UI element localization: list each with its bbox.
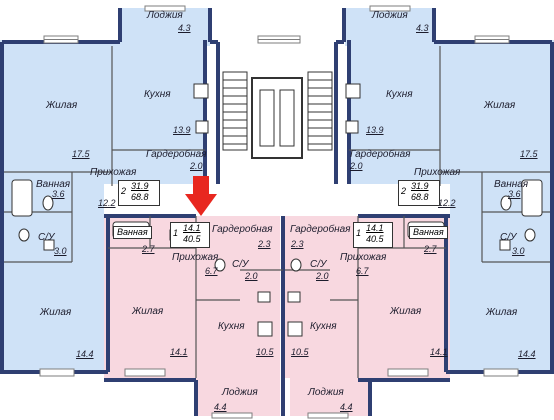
apt-left-pink-loggia-area: 4.4 (214, 402, 227, 412)
apt-right-blue-living2-label: Жилая (486, 307, 518, 318)
total-area: 68.8 (411, 192, 429, 202)
apt-left-blue-kitchen-area: 13.9 (173, 125, 191, 135)
apt-right-blue-bath-area: 3.6 (508, 189, 521, 199)
living-area: 31.9 (131, 181, 149, 191)
apt-left-blue-loggia-area: 4.3 (178, 23, 191, 33)
room-count: 2 (121, 186, 127, 196)
apt-left-pink-wardrobe-area: 2.3 (258, 239, 271, 249)
apt-left-pink-hall-area: 6.7 (205, 266, 218, 276)
apt-right-pink-kitchen-area: 10.5 (291, 347, 309, 357)
apt-right-pink-bath-area: 2.7 (424, 244, 437, 254)
windows (39, 5, 519, 419)
total-area: 40.5 (183, 234, 201, 244)
apt-left-pink-bath-label: Ванная (113, 226, 152, 239)
apt-right-blue-kitchen-area: 13.9 (366, 125, 384, 135)
stove-icon (193, 83, 361, 337)
living-area: 14.1 (183, 223, 201, 233)
apt-left-pink-hall-label: Прихожая (172, 252, 219, 263)
apt-right-pink-living-label: Жилая (390, 306, 422, 317)
apt-left-blue-summary: 2 31.9 68.8 (118, 180, 160, 206)
apt-right-pink-loggia-label: Лоджия (308, 387, 344, 398)
apt-left-blue-loggia-label: Лоджия (147, 10, 183, 21)
apt-left-pink-loggia-label: Лоджия (222, 387, 258, 398)
apt-right-blue-living1-label: Жилая (484, 100, 516, 111)
apt-left-blue-living2-area: 14.4 (76, 349, 94, 359)
apt-left-pink-living-label: Жилая (132, 306, 164, 317)
apt-left-blue-hall-label: Прихожая (90, 167, 137, 178)
apt-left-pink-kitchen-label: Кухня (218, 321, 245, 332)
apt-left-blue-bath-label: Ванная (36, 179, 71, 190)
apt-right-pink-loggia-area: 4.4 (340, 402, 353, 412)
arrow-down-icon (185, 176, 217, 216)
apt-right-blue-kitchen-label: Кухня (386, 89, 413, 100)
apt-right-pink-wc-label: С/У (310, 259, 327, 270)
apt-left-blue-wc-area: 3.0 (54, 246, 67, 256)
apt-right-pink-bath-label: Ванная (409, 226, 448, 239)
apt-right-pink-hall-label: Прихожая (340, 252, 387, 263)
apt-left-blue-hall-area: 12.2 (98, 198, 116, 208)
apt-left-blue-living1-area: 17.5 (72, 149, 90, 159)
apt-right-blue-wardrobe-area: 2.0 (350, 161, 363, 171)
apt-right-blue-loggia-area: 4.3 (416, 23, 429, 33)
apt-left-blue-kitchen-label: Кухня (144, 89, 171, 100)
apt-right-pink-wardrobe-label: Гардеробная (290, 224, 351, 235)
apt-right-blue-wardrobe-label: Гардеробная (350, 149, 411, 160)
elevator-icon (251, 77, 303, 159)
apt-left-pink-living-area: 14.1 (170, 347, 188, 357)
apt-right-pink-kitchen-label: Кухня (310, 321, 337, 332)
apt-left-pink-kitchen-area: 10.5 (256, 347, 274, 357)
apt-left-blue-wardrobe-label: Гардеробная (146, 149, 207, 160)
apt-right-blue-living2-area: 14.4 (518, 349, 536, 359)
apartment-left-pink[interactable] (104, 216, 280, 416)
total-area: 68.8 (131, 192, 149, 202)
apt-right-blue-loggia-label: Лоджия (372, 10, 408, 21)
apt-right-blue-living1-area: 17.5 (520, 149, 538, 159)
apt-right-blue-summary: 2 31.9 68.8 (398, 180, 440, 206)
stairs-icon (222, 71, 333, 151)
total-area: 40.5 (366, 234, 384, 244)
apt-right-blue-wc-label: С/У (500, 232, 517, 243)
apt-left-blue-wardrobe-area: 2.0 (190, 161, 203, 171)
apt-left-pink-summary: 1 14.1 40.5 (170, 222, 210, 248)
apt-left-blue-bath-area: 3.6 (52, 189, 65, 199)
apt-right-pink-living-area: 14.1 (430, 347, 448, 357)
living-area: 31.9 (411, 181, 429, 191)
apt-right-pink-wardrobe-area: 2.3 (291, 239, 304, 249)
apt-left-blue-living1-label: Жилая (46, 100, 78, 111)
apt-left-blue-wc-label: С/У (38, 232, 55, 243)
room-count: 2 (401, 186, 407, 196)
apt-left-pink-wc-label: С/У (232, 259, 249, 270)
living-area: 14.1 (366, 223, 384, 233)
apt-right-pink-wc-area: 2.0 (316, 271, 329, 281)
apt-left-pink-wc-area: 2.0 (245, 271, 258, 281)
apt-left-blue-living2-label: Жилая (40, 307, 72, 318)
toilet-icon (18, 195, 536, 272)
apt-right-pink-hall-area: 6.7 (356, 266, 369, 276)
apt-right-blue-wc-area: 3.0 (512, 246, 525, 256)
room-count: 1 (173, 228, 179, 238)
apt-left-pink-bath-area: 2.7 (142, 244, 155, 254)
apt-right-blue-bath-label: Ванная (494, 179, 529, 190)
apt-right-blue-hall-area: 12.2 (438, 198, 456, 208)
apartment-right-blue[interactable] (344, 8, 554, 370)
apt-right-pink-summary: 1 14.1 40.5 (353, 222, 393, 248)
room-count: 1 (356, 228, 362, 238)
apt-right-blue-hall-label: Прихожая (414, 167, 461, 178)
apt-left-pink-wardrobe-label: Гардеробная (212, 224, 273, 235)
